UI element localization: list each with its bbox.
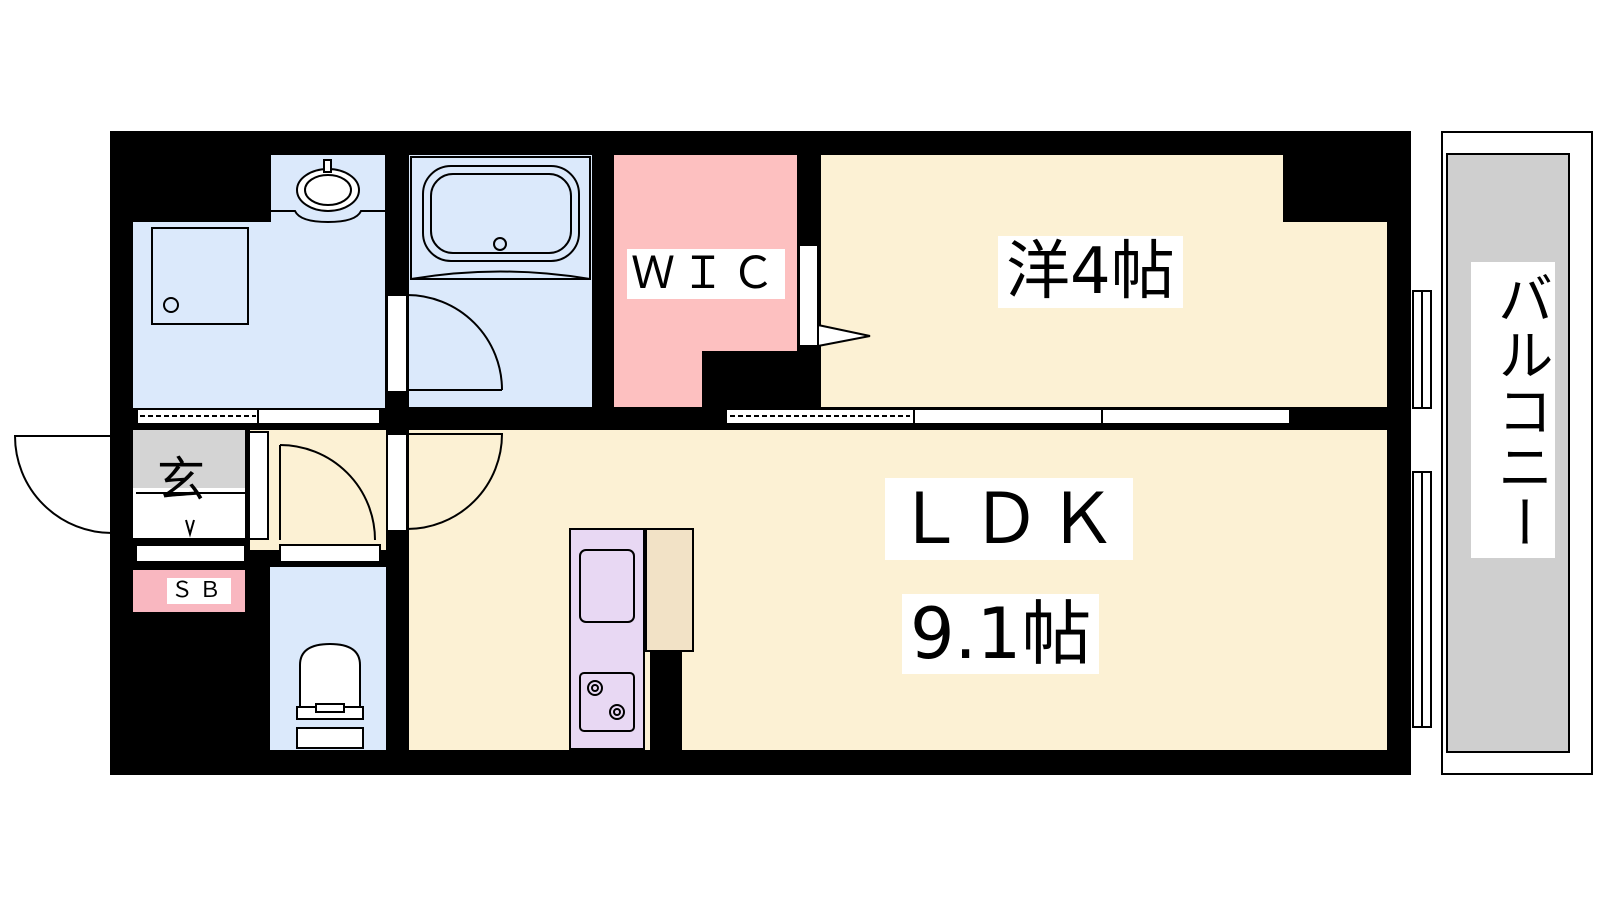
wic-door-icon — [798, 244, 871, 348]
western-sliding-door — [725, 408, 1291, 425]
entrance-step — [135, 492, 246, 563]
balcony-window-lower — [1412, 471, 1432, 728]
kitchen-pillar — [650, 652, 682, 750]
washroom — [133, 222, 385, 408]
balcony-window-upper — [1412, 290, 1432, 409]
bathtub-icon — [410, 156, 591, 280]
sink-icon — [579, 549, 635, 623]
entrance-floor — [133, 430, 245, 490]
bathroom — [409, 155, 592, 407]
ldk-size-label: 9.1帖 — [902, 594, 1100, 674]
entrance-label: 玄 — [157, 452, 206, 508]
bathroom-door-icon — [386, 294, 503, 393]
walk-in-closet-lower — [614, 350, 702, 407]
toilet-icon — [296, 642, 364, 749]
washbasin-icon — [271, 159, 385, 224]
western-room-label: 洋4帖 — [998, 236, 1183, 308]
shoe-box-label: ＳＢ — [167, 578, 232, 604]
hallway — [250, 430, 386, 550]
ldk-door-icon — [386, 433, 504, 532]
ldk-label: ＬＤＫ — [885, 478, 1133, 560]
toilet-door-icon — [248, 431, 381, 563]
kitchen-side-counter — [645, 528, 694, 652]
kitchen-counter — [569, 528, 645, 750]
wic-label: ＷＩＣ — [627, 249, 785, 299]
stove-icon — [579, 672, 635, 732]
washing-machine-icon — [151, 227, 249, 325]
front-door-icon — [13, 435, 113, 534]
washroom-sliding-door — [136, 408, 381, 425]
balcony-label: バルコニー — [1471, 262, 1555, 558]
western-room-right — [1280, 222, 1387, 407]
